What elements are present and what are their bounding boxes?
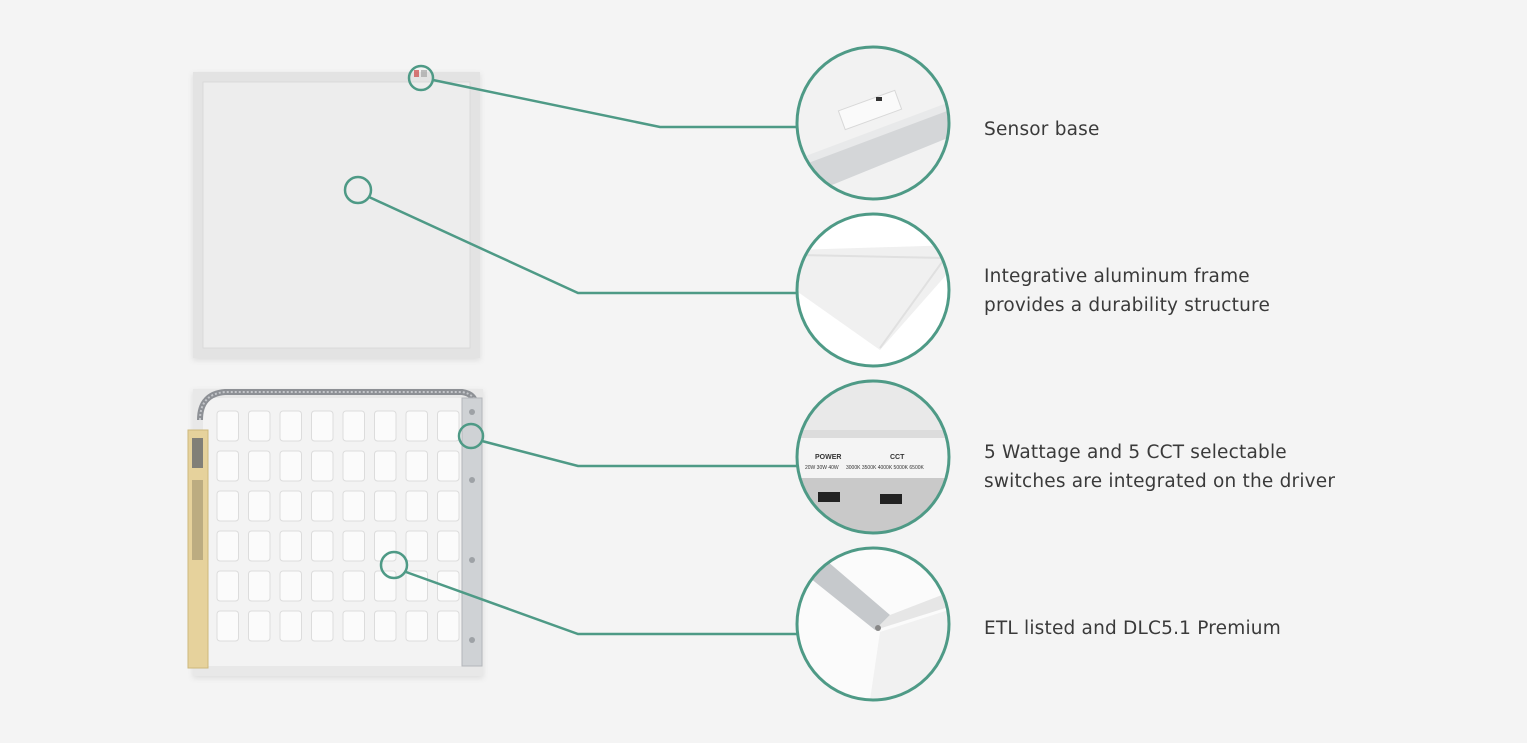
panel-back-cell	[279, 570, 302, 602]
feature-text-line: Sensor base	[984, 119, 1100, 140]
feature-text-line: Integrative aluminum frame	[984, 266, 1250, 287]
feature-label-selectable-switches: 5 Wattage and 5 CCT selectable switches …	[984, 438, 1335, 496]
panel-back-cell	[279, 530, 302, 562]
panel-back-pattern	[216, 410, 460, 642]
sensor-icon	[414, 70, 427, 77]
panel-back-cell	[405, 490, 428, 522]
panel-back-cell	[342, 530, 365, 562]
panel-back-cell	[216, 450, 239, 482]
feature-text-line: provides a durability structure	[984, 295, 1271, 316]
panel-mounting-bracket	[461, 397, 483, 667]
panel-back-cell	[311, 610, 334, 642]
panel-back-view	[193, 389, 483, 676]
panel-front-view	[193, 72, 480, 358]
panel-back-cell	[216, 570, 239, 602]
driver-power-title: POWER	[815, 454, 841, 461]
panel-back-cell	[248, 610, 271, 642]
panel-back-cell	[216, 490, 239, 522]
panel-back-cell	[437, 410, 460, 442]
callout-circle-icon	[407, 64, 435, 92]
panel-back-cell	[311, 410, 334, 442]
panel-back-cell	[342, 450, 365, 482]
feature-text-line: switches are integrated on the driver	[984, 471, 1336, 492]
panel-back-cell	[405, 410, 428, 442]
panel-back-cell	[279, 610, 302, 642]
feature-text-line: ETL listed and DLC5.1 Premium	[984, 618, 1281, 639]
panel-back-cell	[374, 450, 397, 482]
panel-back-cell	[374, 410, 397, 442]
panel-back-cell	[311, 570, 334, 602]
panel-back-cell	[248, 570, 271, 602]
panel-back-cell	[437, 490, 460, 522]
panel-back-cell	[437, 450, 460, 482]
leader-line-sensor-base	[432, 78, 797, 129]
panel-back-cell	[248, 450, 271, 482]
detail-image-sensor-base	[795, 45, 951, 201]
panel-back-cell	[437, 530, 460, 562]
panel-back-cell	[216, 530, 239, 562]
leader-lines	[368, 78, 797, 636]
detail-image-aluminum-frame	[795, 212, 951, 368]
detail-image-certifications	[795, 546, 951, 702]
panel-back-cell	[342, 490, 365, 522]
panel-back-cell	[405, 450, 428, 482]
panel-driver	[187, 429, 209, 669]
panel-back-cell	[248, 490, 271, 522]
detail-image-selectable-switches: POWER 20W 30W 40W CCT 3000K 3500K 4000K …	[795, 379, 951, 535]
panel-back-cell	[342, 610, 365, 642]
panel-back-cell	[405, 610, 428, 642]
leader-line-aluminum-frame	[368, 195, 797, 295]
feature-label-sensor-base: Sensor base	[984, 115, 1100, 144]
panel-back-cell	[342, 410, 365, 442]
panel-back-cell	[405, 530, 428, 562]
leader-line-certifications	[405, 570, 797, 636]
panel-back-cell	[374, 490, 397, 522]
panel-back-cell	[311, 450, 334, 482]
feature-text-line: 5 Wattage and 5 CCT selectable	[984, 442, 1287, 463]
panel-back-cell	[248, 410, 271, 442]
panel-back-cell	[279, 490, 302, 522]
panel-back-cell	[248, 530, 271, 562]
panel-back-cell	[311, 530, 334, 562]
feature-label-aluminum-frame: Integrative aluminum frame provides a du…	[984, 262, 1270, 320]
feature-label-certifications: ETL listed and DLC5.1 Premium	[984, 614, 1281, 643]
leader-line-selectable-switches	[481, 439, 797, 468]
driver-power-values: 20W 30W 40W	[805, 465, 839, 471]
callout-circle-icon	[343, 175, 373, 205]
panel-back-cell	[437, 610, 460, 642]
driver-cct-title: CCT	[890, 454, 905, 461]
panel-back-cell	[342, 570, 365, 602]
panel-back-cell	[216, 410, 239, 442]
panel-back-cell	[279, 450, 302, 482]
callout-circle-icon	[379, 550, 409, 580]
panel-back-cell	[374, 610, 397, 642]
driver-cct-values: 3000K 3500K 4000K 5000K 6500K	[846, 465, 925, 471]
panel-back-cell	[279, 410, 302, 442]
callout-circle-icon	[457, 422, 485, 450]
panel-back-cell	[311, 490, 334, 522]
panel-back-cell	[216, 610, 239, 642]
